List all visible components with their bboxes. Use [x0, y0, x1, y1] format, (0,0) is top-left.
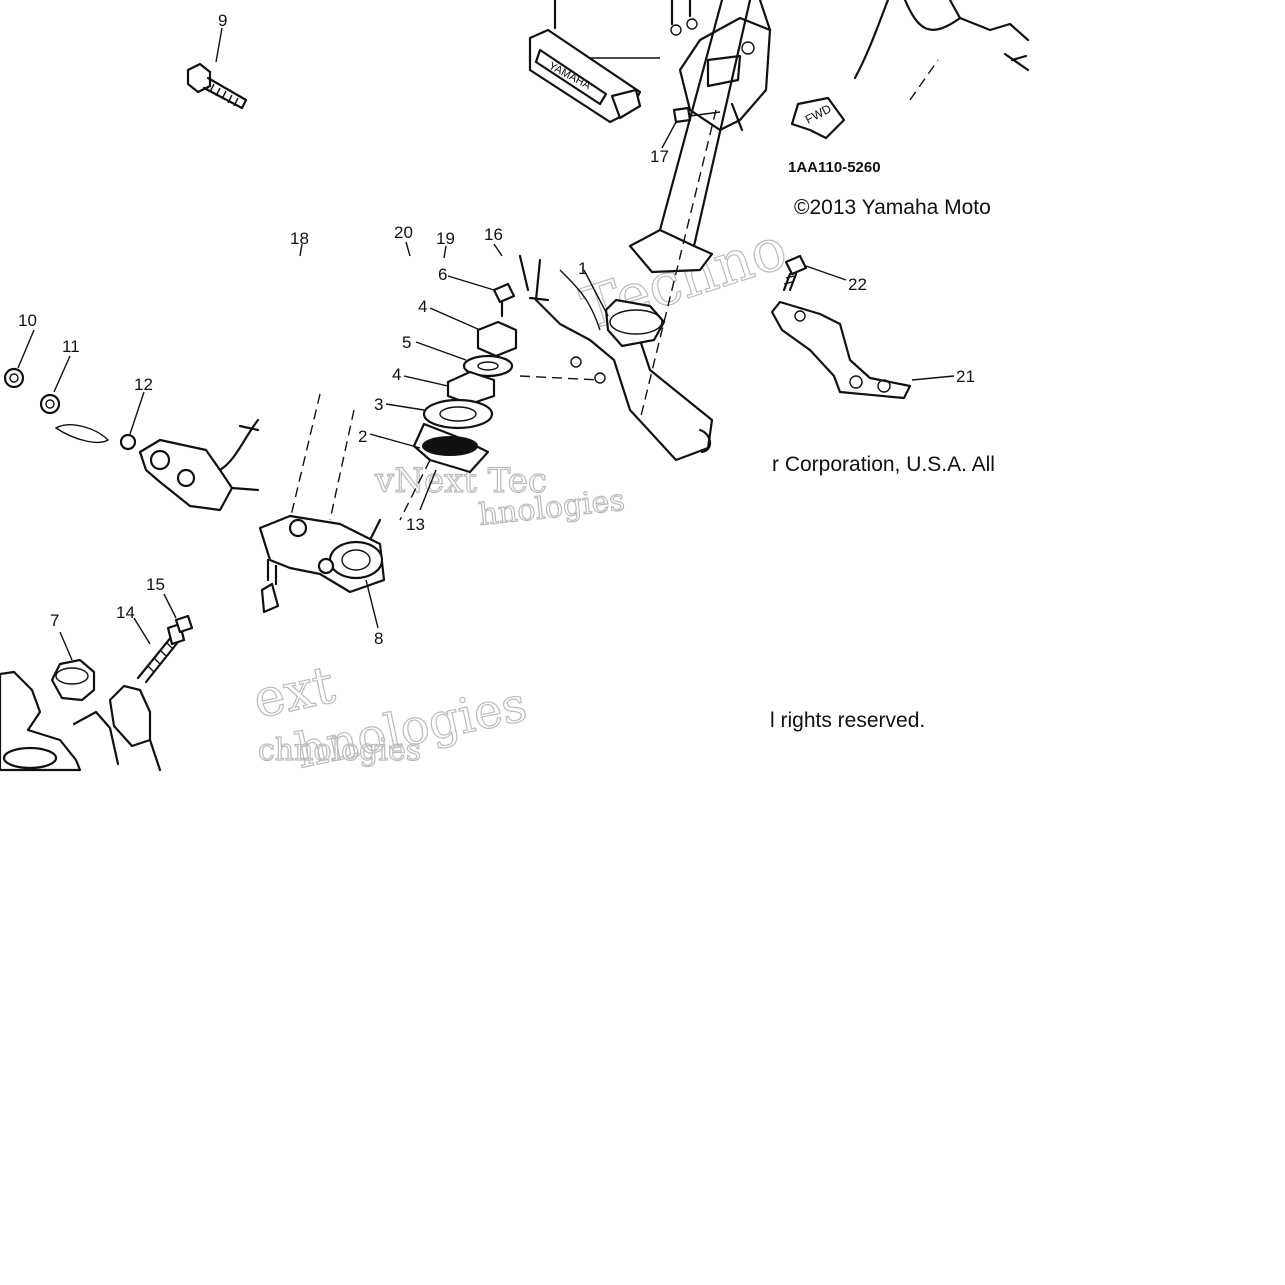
copyright-line-3: l rights reserved. — [770, 709, 925, 732]
leader-lines — [17, 241, 955, 661]
callout-8: 8 — [374, 629, 383, 648]
callout-2: 2 — [358, 427, 367, 446]
callout-16: 16 — [484, 225, 503, 244]
fwd-arrow: FWD — [790, 96, 846, 140]
bracket-21 — [770, 254, 912, 400]
steering-column — [518, 0, 752, 462]
callout-11: 11 — [62, 337, 80, 356]
copyright-line-1: ©2013 Yamaha Moto — [794, 196, 991, 219]
copyright-line-2: r Corporation, U.S.A. All — [772, 453, 995, 476]
bolt-9 — [186, 27, 248, 110]
callout-7: 7 — [50, 611, 59, 630]
watermark-text: chnologies — [258, 733, 421, 768]
callout-6: 6 — [438, 265, 447, 284]
handlebar-clamp-right — [258, 514, 386, 614]
callout-3: 3 — [374, 395, 383, 414]
fork-line-left — [289, 393, 321, 521]
callout-5: 5 — [402, 333, 411, 352]
callout-labels: 1 2 3 4 4 5 6 7 8 9 10 11 12 13 14 15 16… — [18, 11, 975, 648]
callout-4: 4 — [418, 297, 427, 316]
callout-15: 15 — [146, 575, 165, 594]
callout-9: 9 — [218, 11, 227, 30]
lower-parts — [0, 614, 194, 772]
callout-1: 1 — [578, 259, 587, 278]
callout-20: 20 — [394, 223, 413, 242]
fork-line-right — [329, 409, 355, 521]
callout-13: 13 — [406, 515, 425, 534]
frame-fragment — [853, 0, 1030, 101]
callout-10: 10 — [18, 311, 37, 330]
callout-14: 14 — [116, 603, 135, 622]
callout-12: 12 — [134, 375, 153, 394]
emblem-assembly: YAMAHA — [528, 0, 772, 149]
handlebar-clamp-left — [3, 367, 260, 512]
callout-19: 19 — [436, 229, 455, 248]
bearing-stack — [399, 282, 601, 521]
part-code: 1AA110-5260 — [788, 159, 881, 176]
callout-4: 4 — [392, 365, 401, 384]
callout-18: 18 — [290, 229, 309, 248]
fork-edge — [368, 518, 382, 542]
callout-22: 22 — [848, 275, 867, 294]
watermark-group: vNext Tec hnologies Techno ext hnologies… — [248, 213, 796, 780]
callout-21: 21 — [956, 367, 975, 386]
callout-17: 17 — [650, 147, 669, 166]
